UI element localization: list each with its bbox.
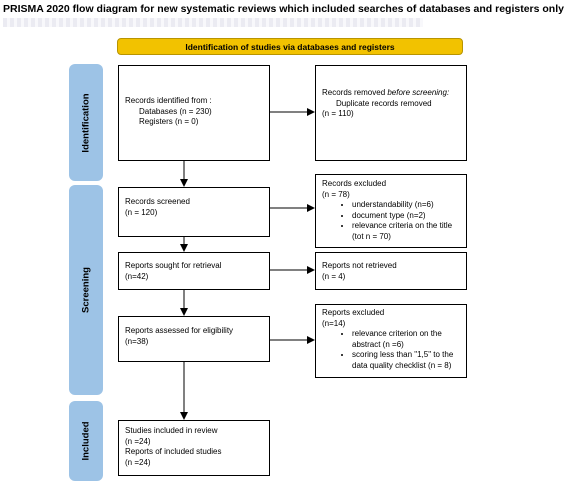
reports-sought-box: Reports sought for retrieval (n=42): [118, 252, 270, 290]
records-identified-heading: Records identified from :: [125, 96, 212, 105]
reports-assessed-count: (n=38): [125, 336, 149, 346]
reports-included-label: Reports of included studies: [125, 447, 222, 456]
records-screened-box: Records screened (n = 120): [118, 187, 270, 237]
prisma-diagram: PRISMA 2020 flow diagram for new systema…: [0, 0, 550, 487]
reports-assessed-box: Reports assessed for eligibility (n=38): [118, 316, 270, 362]
studies-included-box: Studies included in review (n =24) Repor…: [118, 420, 270, 476]
records-excluded-box: Records excluded (n = 78) understandabil…: [315, 174, 467, 248]
records-screened-heading: Records screened: [125, 197, 190, 206]
reports-excluded-count: (n=14): [322, 318, 346, 328]
stage-identification: Identification: [69, 64, 103, 181]
diagram-title: PRISMA 2020 flow diagram for new systema…: [3, 3, 564, 15]
exclusion-reason: relevance criteria on the title (tot n =…: [352, 221, 460, 242]
reports-not-retrieved-box: Reports not retrieved (n = 4): [315, 252, 467, 290]
reports-not-retrieved-heading: Reports not retrieved: [322, 261, 397, 270]
reports-assessed-heading: Reports assessed for eligibility: [125, 326, 234, 335]
records-excluded-count: (n = 78): [322, 189, 350, 199]
stage-screening: Screening: [69, 185, 103, 395]
flow-arrows: [180, 108, 315, 420]
reports-included-count: (n =24): [125, 457, 151, 467]
stage-included: Included: [69, 401, 103, 481]
studies-included-count: (n =24): [125, 436, 151, 446]
databases-count: Databases (n = 230): [139, 106, 212, 116]
exclusion-reason: scoring less than "1,5" to the data qual…: [352, 350, 460, 371]
records-excluded-heading: Records excluded: [322, 179, 387, 188]
faded-subtitle-artifact: [3, 18, 423, 27]
duplicates-removed-count: (n = 110): [322, 109, 354, 118]
exclusion-reason: understandability (n=6): [352, 200, 460, 211]
records-removed-box: Records removed before screening: Duplic…: [315, 65, 467, 161]
registers-count: Registers (n = 0): [139, 117, 199, 126]
reports-excluded-heading: Reports excluded: [322, 308, 385, 317]
exclusion-reason: relevance criterion on the abstract (n =…: [352, 329, 460, 350]
exclusion-reason: document type (n=2): [352, 211, 460, 222]
studies-included-label: Studies included in review: [125, 426, 218, 435]
reports-excluded-box: Reports excluded (n=14) relevance criter…: [315, 304, 467, 378]
reports-not-retrieved-count: (n = 4): [322, 271, 346, 281]
reports-sought-count: (n=42): [125, 271, 149, 281]
records-removed-heading: Records removed before screening:: [322, 88, 450, 97]
records-screened-count: (n = 120): [125, 207, 158, 217]
records-identified-box: Records identified from : Databases (n =…: [118, 65, 270, 161]
duplicates-removed: Duplicate records removed: [336, 98, 432, 108]
reports-sought-heading: Reports sought for retrieval: [125, 261, 222, 270]
identification-banner: Identification of studies via databases …: [117, 38, 463, 55]
